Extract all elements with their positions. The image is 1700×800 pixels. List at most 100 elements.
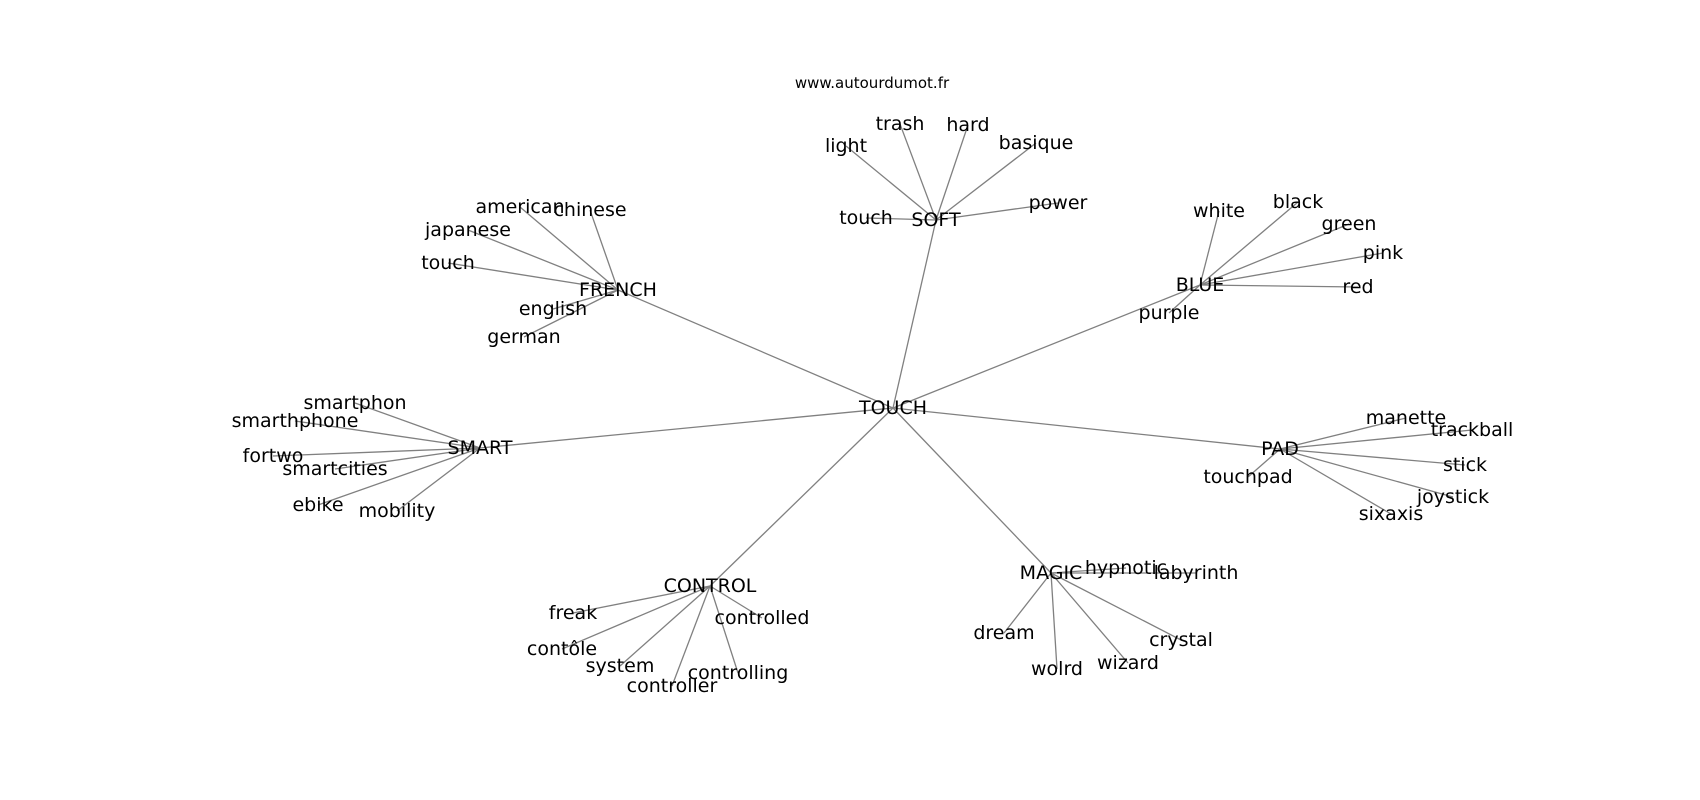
node-hub-smart: SMART [448,437,513,459]
edge-magic-leaf [1050,572,1058,670]
node-leaf: labyrinth [1154,562,1239,584]
node-leaf: manette [1366,407,1446,429]
node-leaf: touch [839,207,893,229]
node-hub-blue: BLUE [1176,274,1225,296]
node-leaf: basique [999,132,1074,154]
edge-center-magic [892,407,1052,574]
node-leaf: english [519,298,587,320]
watermark: www.autourdumot.fr [795,74,950,92]
edge-blue-leaf [1199,223,1350,286]
edge-soft-leaf [845,145,937,221]
node-leaf: controller [627,675,718,697]
node-leaf: system [586,655,655,677]
edge-center-soft [892,219,937,409]
edge-smart-leaf [334,447,481,470]
edge-center-smart [479,407,894,449]
node-leaf: pink [1363,242,1403,264]
node-leaf: light [825,135,867,157]
edge-french-leaf [523,289,619,338]
edge-center-control [709,407,894,587]
edge-blue-leaf [1199,252,1384,286]
edge-french-leaf [467,229,619,291]
node-leaf: wolrd [1031,658,1083,680]
edge-french-leaf [447,262,619,291]
graph-labels: TOUCH SOFT light trash hard basique touch power… [232,113,1514,697]
edge-control-leaf [619,585,711,667]
edge-smart-leaf [294,420,481,449]
edge-magic-leaf [1050,572,1182,641]
node-leaf: japanese [424,219,511,241]
node-leaf: purple [1139,302,1200,324]
node-leaf: trash [876,113,925,135]
node-leaf: smartcities [282,458,387,480]
node-leaf: controlling [688,662,789,684]
graph-edges [272,123,1473,687]
node-hub-soft: SOFT [911,209,961,231]
node-hub-control: CONTROL [664,575,757,597]
node-leaf: hard [946,114,989,136]
edge-center-pad [892,407,1281,450]
node-center: TOUCH [858,397,927,419]
edge-control-leaf [572,585,711,614]
edge-pad-leaf [1279,448,1454,498]
node-leaf: wizard [1097,652,1159,674]
node-leaf: controlled [715,607,810,629]
node-leaf: red [1342,276,1373,298]
edge-magic-leaf [1050,572,1129,664]
edge-soft-leaf [865,217,937,221]
edge-pad-leaf [1279,448,1466,466]
node-leaf: touch [421,252,475,274]
node-leaf: white [1193,200,1245,222]
node-leaf: green [1322,213,1377,235]
node-leaf: chinese [553,199,626,221]
node-hub-pad: PAD [1261,438,1299,460]
edge-blue-leaf [1168,284,1201,314]
node-leaf: dream [973,622,1034,644]
node-leaf: freak [549,602,597,624]
edge-pad-leaf [1279,448,1392,515]
node-leaf: joystick [1416,486,1489,508]
edge-french-leaf [552,289,619,310]
node-hub-magic: MAGIC [1020,562,1083,584]
edge-control-leaf [709,585,739,674]
node-leaf: mobility [359,500,436,522]
node-leaf: stick [1443,454,1487,476]
node-leaf: contôle [527,638,597,660]
edge-center-french [617,289,894,409]
edge-blue-leaf [1199,210,1220,286]
edge-blue-leaf [1199,201,1299,286]
node-hub-french: FRENCH [579,279,657,301]
edge-smart-leaf [354,402,481,449]
edge-magic-leaf [1003,572,1052,634]
edge-pad-leaf [1279,417,1407,450]
node-leaf: power [1029,192,1088,214]
edge-pad-leaf [1247,448,1281,478]
edge-french-leaf [589,209,619,291]
edge-smart-leaf [396,447,481,512]
node-leaf: smarthphone [232,410,359,432]
edge-magic-leaf [1050,567,1127,574]
edge-center-blue [892,284,1201,409]
edge-soft-leaf [935,202,1059,221]
node-leaf: black [1273,191,1323,213]
edge-french-leaf [519,206,619,291]
node-leaf: american [475,196,564,218]
node-leaf: crystal [1149,629,1213,651]
edge-soft-leaf [899,123,937,221]
edge-control-leaf [671,585,711,687]
node-leaf: trackball [1431,419,1514,441]
node-leaf: fortwo [243,445,304,467]
edge-smart-leaf [317,447,481,506]
node-leaf: smartphon [303,392,406,414]
node-leaf: touchpad [1203,466,1292,488]
edge-control-leaf [561,585,711,650]
edge-pad-leaf [1279,429,1473,450]
edge-soft-leaf [935,142,1037,221]
edge-soft-leaf [935,124,969,221]
node-leaf: ebike [292,494,343,516]
node-leaf: german [487,326,560,348]
node-leaf: sixaxis [1359,503,1424,525]
edge-control-leaf [709,585,763,619]
edge-blue-leaf [1199,284,1359,288]
